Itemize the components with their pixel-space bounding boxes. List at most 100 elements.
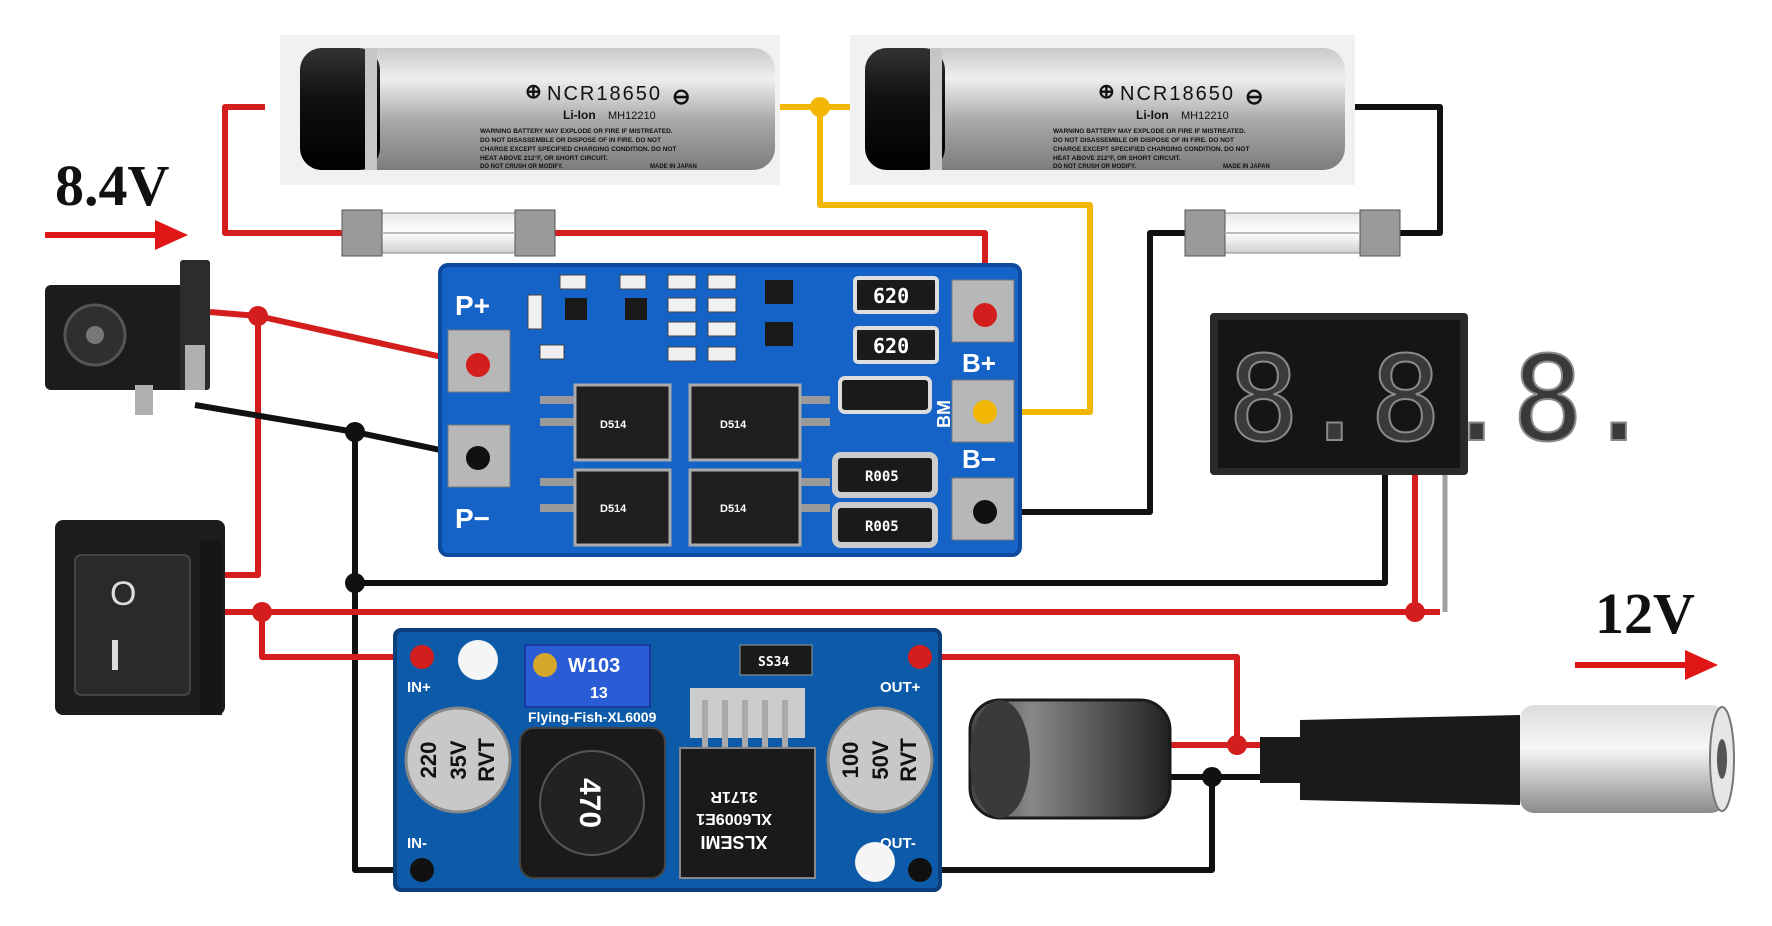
output-arrow [1575,650,1718,680]
terminal-dot [908,645,932,669]
junction-dot [1227,735,1247,755]
wire-black-voltmeter [355,475,1388,586]
converter-terminals [410,645,932,882]
cap-in-label: 220 [416,742,441,779]
junction-dot [252,602,272,622]
cap-out-label: 50V [868,740,893,779]
bms-p-minus-label: P− [455,503,490,534]
terminal-dot [466,353,490,377]
voltmeter-digits: 8.8.8. [1228,330,1654,468]
dc-jack [45,260,210,415]
ic-label: XL6009E1 [696,810,772,827]
terminal-dot [973,500,997,524]
battery-warning: DO NOT DISASSEMBLE OR DISPOSE OF IN FIRE… [480,137,661,144]
battery-origin: MADE IN JAPAN [650,164,697,170]
svg-text:⊕: ⊕ [1098,81,1115,103]
bms-shunt-label: R005 [865,469,899,485]
bms-resistor-label: 620 [873,334,909,358]
wire-red-jack-switch [225,316,261,578]
battery-model: NCR18650 [547,83,662,105]
battery-origin: MADE IN JAPAN [1223,164,1270,170]
electrolytic-capacitor [968,698,1172,820]
wire-black-batt2-fuse2 [1345,104,1443,236]
terminal-dot [908,858,932,882]
wire-red-batt1-fuse1 [222,104,342,236]
diode-label: SS34 [758,655,789,670]
wire-red-in-plus [259,612,422,660]
voltmeter: 8.8.8. [1210,313,1655,475]
svg-text:⊕: ⊕ [525,81,542,103]
junction-dot [810,97,830,117]
battery-chem: Li-Ion [1136,108,1169,122]
battery-warning: DO NOT CRUSH OR MODIFY. [480,164,563,170]
battery-2: NCR18650 ⊕ ⊖ Li-Ion MH12210 WARNING BATT… [850,35,1355,185]
bms-p-plus-label: P+ [455,290,490,321]
bms-resistor-label: 620 [873,284,909,308]
cap-in-label: 35V [446,740,471,779]
output-voltage-label: 12V [1595,581,1695,646]
input-voltage-label: 8.4V [55,153,170,218]
in-plus-label: IN+ [407,679,431,696]
ic-label: 3171R [710,788,758,805]
junction-dot [1405,602,1425,622]
wires [194,104,1448,873]
junction-dot [248,306,268,326]
bms-board: P+ P− B+ B− BM 620 620 R005 R005 [438,263,1022,557]
svg-text:O: O [110,575,136,613]
bms-bm-label: BM [934,400,954,428]
wire-black-out-minus [920,774,1290,873]
junction-dot [345,573,365,593]
cap-in-label: RVT [474,738,499,782]
input-arrow [45,220,188,250]
cap-out-label: 100 [838,742,863,779]
mosfet-label: D514 [720,503,747,515]
terminal-dot [973,400,997,424]
battery-model: NCR18650 [1120,83,1235,105]
rocker-switch: O [55,520,225,715]
mosfet-label: D514 [600,419,627,431]
battery-warning: WARNING BATTERY MAY EXPLODE OR FIRE IF M… [480,128,673,135]
fuse-1 [341,209,556,257]
battery-1: NCR18650 ⊕ ⊖ Li-Ion MH12210 WARNING BATT… [280,35,780,185]
svg-text:⊖: ⊖ [672,84,690,109]
in-minus-label: IN- [407,835,427,852]
out-plus-label: OUT+ [880,679,921,696]
terminal-dot [410,858,434,882]
battery-warning: CHARGE EXCEPT SPECIFIED CHARGING CONDITI… [480,146,676,153]
battery-warning: WARNING BATTERY MAY EXPLODE OR FIRE IF M… [1053,128,1246,135]
battery-warning: HEAT ABOVE 212°F, OR SHORT CIRCUIT. [1053,154,1181,162]
mosfet-label: D514 [720,419,747,431]
junction-dot [345,422,365,442]
terminal-dot [466,446,490,470]
pot-sub-label: 13 [590,685,608,702]
terminal-dot [973,303,997,327]
battery-code: MH12210 [608,110,656,122]
fuse-2 [1184,209,1401,257]
converter-brand: Flying-Fish-XL6009 [528,709,657,725]
wire-black-fuse2-bminus [985,230,1185,515]
mosfet-label: D514 [600,503,627,515]
battery-warning: CHARGE EXCEPT SPECIFIED CHARGING CONDITI… [1053,146,1249,153]
battery-warning: DO NOT CRUSH OR MODIFY. [1053,164,1136,170]
junction-dot [1202,767,1222,787]
svg-text:⊖: ⊖ [1245,84,1263,109]
battery-chem: Li-Ion [563,108,596,122]
battery-warning: HEAT ABOVE 212°F, OR SHORT CIRCUIT. [480,154,608,162]
bms-shunt-label: R005 [865,519,899,535]
battery-warning: DO NOT DISASSEMBLE OR DISPOSE OF IN FIRE… [1053,137,1234,144]
pot-label: W103 [568,655,620,677]
wire-yellow-bm [817,107,1093,415]
cap-out-label: RVT [896,738,921,782]
bms-b-minus-label: B− [962,444,996,474]
out-minus-label: OUT- [880,835,916,852]
ic-label: XLSEMI [700,832,767,852]
inductor-label: 470 [573,778,606,828]
dc-plug [1260,705,1735,813]
junction-dots [248,97,1425,787]
battery-code: MH12210 [1181,110,1229,122]
bms-terminals [466,303,997,524]
terminal-dot [410,645,434,669]
bms-b-plus-label: B+ [962,348,996,378]
wire-black-jack-pminus [194,402,479,461]
